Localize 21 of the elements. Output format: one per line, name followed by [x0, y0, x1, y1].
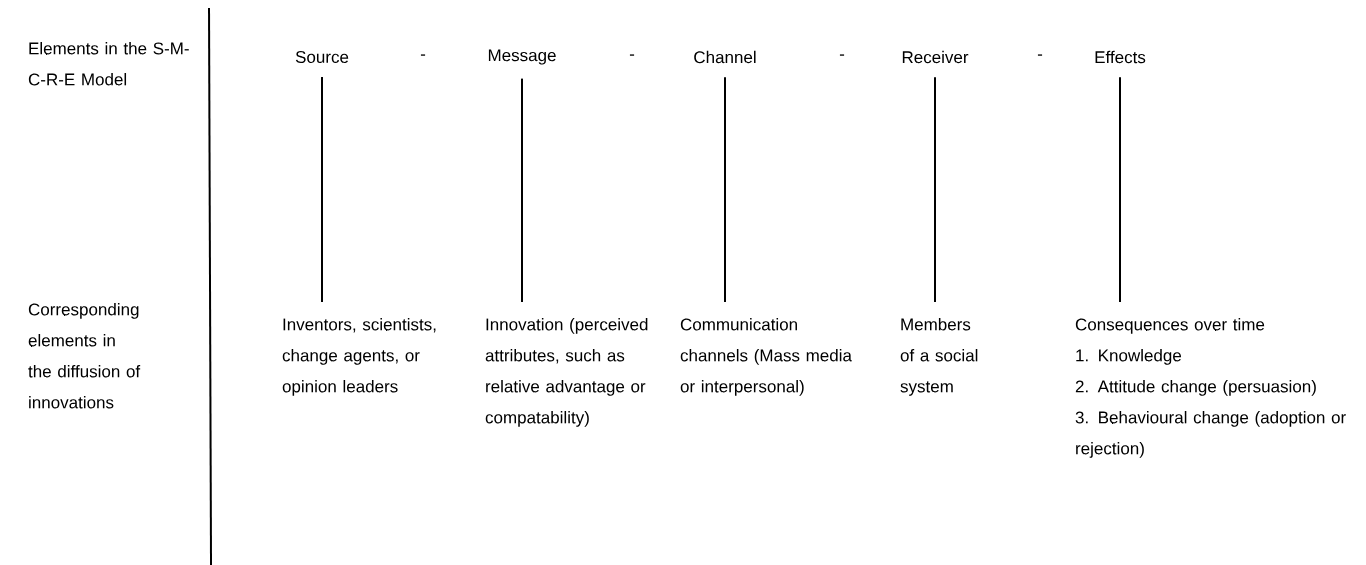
column-heading: Message	[488, 49, 556, 65]
column-heading: Receiver	[902, 50, 969, 64]
column-text: Communication channels (Mass media or interpersonal)	[680, 318, 852, 396]
connector-line	[1119, 76, 1121, 303]
column-heading: Effects	[1095, 50, 1146, 64]
column-text: Consequences over time 1. Knowledge 2. Attitude change (persuasion) 3. Behavioural change (adoption or rejection)	[1075, 318, 1346, 458]
dash-separator: -	[839, 54, 845, 56]
connector-line	[521, 77, 523, 303]
row-heading: Corresponding elements in the diffusion of innovations	[28, 303, 141, 409]
column-text: Inventors, scientists, change agents, or opinion leaders	[282, 318, 436, 396]
connector-line	[321, 76, 323, 303]
connector-line	[934, 76, 936, 303]
column-heading: Channel	[694, 50, 756, 64]
dash-separator: -	[1037, 54, 1043, 56]
row-heading: Elements in the S-M-C-R-E Model	[28, 42, 189, 86]
connector-line	[724, 76, 726, 303]
dash-separator: -	[420, 54, 426, 56]
column-heading: Source	[295, 50, 349, 63]
column-text: Members of a social system	[900, 318, 978, 396]
column-text: Innovation (perceived attributes, such as relative advantage or compatability)	[485, 318, 648, 427]
dash-separator: -	[629, 54, 635, 56]
